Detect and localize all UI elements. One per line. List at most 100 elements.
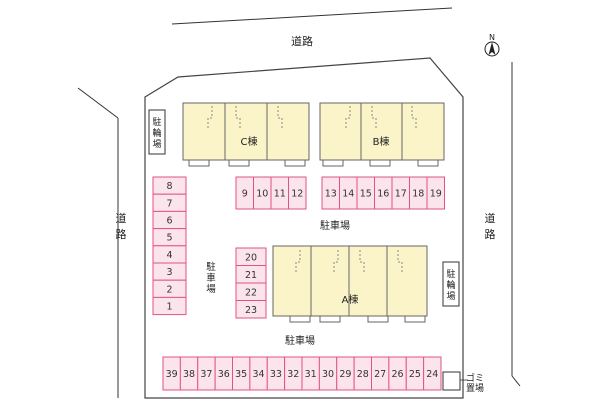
parking-space-number: 16 [377, 189, 389, 200]
parking-space-number: 25 [409, 369, 421, 380]
parking-label-center-3: 場 [206, 283, 216, 295]
compass-letter: N [489, 33, 495, 42]
bicycle-label-right-2: 輪 [446, 279, 455, 291]
parking-space: 8 [152, 176, 187, 195]
bicycle-parking-left [148, 109, 166, 155]
parking-space-number: 4 [166, 250, 172, 261]
parking-space: 14 [339, 176, 358, 210]
parking-space-number: 24 [426, 369, 438, 380]
parking-space-number: 11 [274, 189, 286, 200]
parking-space: 31 [301, 356, 320, 391]
parking-space-number: 9 [242, 189, 248, 200]
parking-space-number: 5 [166, 233, 172, 244]
parking-space: 6 [152, 210, 187, 230]
parking-space: 39 [162, 356, 181, 391]
north-arrow-icon: N [484, 33, 500, 57]
building-b-label: B棟 [373, 135, 390, 148]
parking-space-number: 13 [325, 189, 337, 200]
parking-space-number: 19 [430, 189, 442, 200]
parking-space: 19 [426, 176, 445, 210]
parking-space-number: 7 [166, 198, 172, 209]
building-b [319, 102, 445, 167]
parking-space: 3 [152, 262, 187, 281]
parking-space: 33 [266, 356, 286, 391]
parking-space-number: 17 [395, 189, 407, 200]
parking-space-number: 29 [339, 369, 351, 380]
parking-space-number: 34 [253, 369, 265, 380]
garbage-area [442, 371, 461, 391]
parking-space-number: 14 [342, 189, 354, 200]
parking-space: 18 [409, 176, 428, 210]
parking-space-number: 18 [412, 189, 424, 200]
bicycle-label-left-3: 場 [152, 138, 161, 150]
parking-space: 7 [152, 193, 187, 212]
parking-label-center-1: 駐 [206, 261, 216, 273]
parking-space-number: 33 [270, 369, 282, 380]
parking-space-number: 22 [245, 287, 257, 298]
parking-space: 29 [336, 356, 355, 391]
parking-space-number: 10 [256, 189, 268, 200]
road-label-east-2: 路 [485, 228, 496, 241]
parking-space: 30 [318, 356, 338, 391]
parking-space: 11 [270, 176, 289, 210]
parking-label-center-2: 車 [206, 272, 216, 284]
parking-space-number: 6 [166, 216, 172, 227]
parking-space: 25 [405, 356, 425, 391]
parking-space: 27 [371, 356, 390, 391]
parking-space: 28 [353, 356, 372, 391]
parking-space-number: 38 [183, 369, 195, 380]
parking-space: 5 [152, 228, 187, 247]
parking-space-number: 31 [305, 369, 317, 380]
bicycle-label-left-2: 輪 [152, 127, 161, 139]
parking-space: 17 [391, 176, 410, 210]
parking-space: 2 [152, 279, 187, 298]
building-a-label: A棟 [342, 293, 359, 306]
parking-space-number: 2 [166, 284, 172, 295]
bicycle-label-right-1: 駐 [446, 268, 455, 280]
bicycle-label-left-1: 駐 [152, 116, 161, 128]
parking-space: 23 [235, 300, 267, 319]
parking-space-number: 28 [357, 369, 369, 380]
parking-space-number: 12 [291, 189, 303, 200]
building-a [272, 245, 428, 323]
parking-space-number: 26 [392, 369, 404, 380]
west-road-edge-upper [77, 87, 119, 119]
parking-space: 35 [232, 356, 251, 391]
parking-space: 9 [235, 176, 254, 210]
road-label-west-1: 道 [116, 211, 127, 225]
parking-space-number: 20 [245, 252, 257, 263]
parking-space: 10 [253, 176, 272, 210]
parking-space-number: 30 [322, 369, 334, 380]
parking-space-number: 23 [245, 305, 257, 316]
parking-space-number: 35 [235, 369, 247, 380]
parking-space-number: 15 [360, 189, 372, 200]
parking-space: 24 [423, 356, 442, 391]
parking-label-bottom: 駐車場 [285, 334, 315, 347]
parking-space-number: 21 [245, 270, 257, 281]
bicycle-parking-right [442, 261, 460, 307]
garbage-label-2: 置場 [466, 382, 484, 394]
parking-space: 32 [284, 356, 303, 391]
parking-space: 4 [152, 245, 187, 264]
parking-space: 20 [235, 247, 267, 266]
building-c-label: C棟 [241, 135, 258, 148]
north-road-edge [171, 7, 453, 25]
garbage-label-1: ゴミ [466, 372, 484, 384]
parking-space-number: 37 [200, 369, 212, 380]
road-label-east-1: 道 [485, 211, 496, 225]
parking-space: 15 [356, 176, 375, 210]
parking-space-number: 39 [166, 369, 178, 380]
parking-space-number: 36 [218, 369, 230, 380]
road-label-north: 道路 [291, 34, 313, 48]
parking-space-number: 27 [374, 369, 386, 380]
road-label-west-2: 路 [116, 228, 127, 241]
parking-space: 34 [249, 356, 268, 391]
parking-space: 12 [288, 176, 307, 210]
parking-space: 38 [179, 356, 199, 391]
parking-label-main: 駐車場 [320, 219, 350, 232]
parking-space: 16 [374, 176, 393, 210]
east-road-edge-lower [511, 375, 521, 387]
parking-space-number: 32 [287, 369, 299, 380]
